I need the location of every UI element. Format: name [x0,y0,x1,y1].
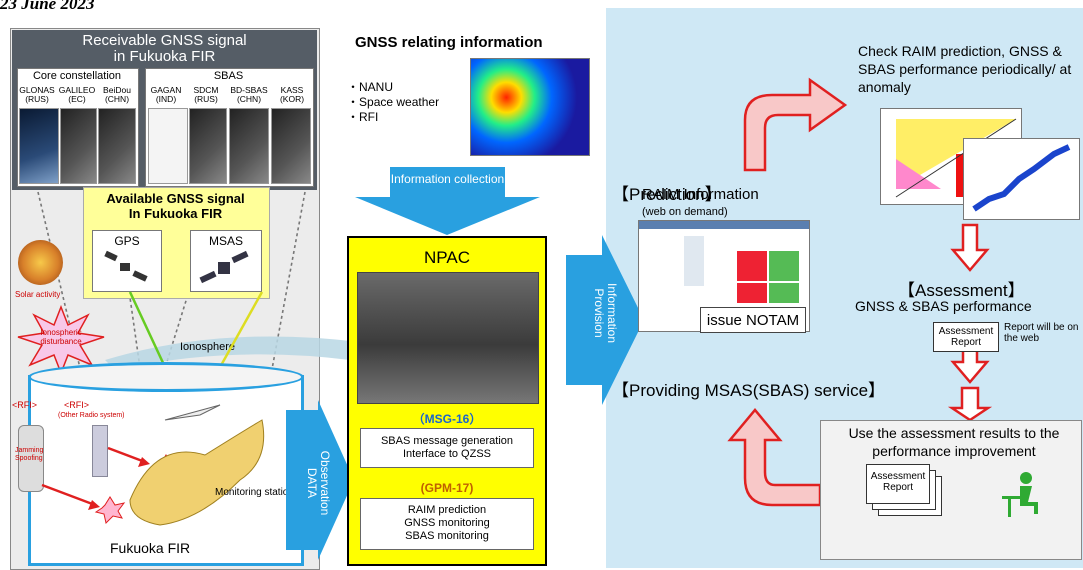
gnss-info-list: ・NANU ・Space weather ・RFI [347,80,439,125]
satellite-image-galileo [60,108,97,184]
monitoring-station-label: Monitoring station [215,487,294,498]
web-on-demand-label: (web on demand) [642,206,728,218]
gps-box: GPS [92,230,162,292]
fukuoka-fir-label: Fukuoka FIR [110,540,191,556]
gnss-info-item: ・NANU [347,80,394,94]
gnss-sbas-performance-label: GNSS & SBAS performance [855,298,1032,314]
use-results-text: Use the assessment results to the perfor… [848,425,1060,459]
system-bd-sbas: BD-SBAS(CHN) [230,85,268,104]
ionosphere-label: Ionosphere [180,341,236,353]
gpm-label: (GPM-17) [420,481,474,495]
issue-notam-box: issue NOTAM [700,307,806,333]
space-weather-map [470,58,590,156]
providing-msas-heading: 【Providing MSAS(SBAS) service】 [612,381,886,400]
satellite-image-glonas [19,108,59,184]
person-at-desk-icon [1002,472,1038,517]
satellite-image-kass [271,108,311,184]
report-web-label: Report will be on the web [1004,322,1079,344]
assessment-heading: 【Assessment】 [898,281,1025,300]
solar-activity-label: Solar activity [15,290,61,299]
use-results-box [820,420,1082,560]
rfi-label-mid: <RFI> [64,400,90,410]
npac-control-room-photo [357,272,539,404]
jammer-cylinder-icon [18,425,44,492]
system-sdcm: SDCM(RUS) [193,85,219,104]
core-constellation-title: Core constellation [32,70,122,82]
satellite-image-sdcm [189,108,227,184]
gps-satellite-icon [104,250,148,282]
sbas-title: SBAS [213,70,244,82]
observation-data-arrow [286,400,354,560]
info-collection-arrow [355,167,540,235]
gps-label: GPS [114,234,140,248]
ionosphere-band [105,336,360,370]
assessment-report-stack: Assessment Report [866,464,930,504]
gnss-info-item: ・RFI [347,110,379,124]
gnss-info-item: ・Space weather [347,95,440,109]
msas-label: MSAS [208,234,243,248]
document-date: 23 June 2023 [0,0,95,13]
system-beidou: BeiDou(CHN) [103,85,131,104]
receivable-signal-title: Receivable GNSS signal in Fukuoka FIR [82,32,247,65]
satellite-image-beidou [98,108,136,184]
system-kass: KASS(KOR) [279,85,305,104]
sun-icon [18,240,63,285]
msas-box: MSAS [190,230,262,292]
performance-chart [963,138,1080,220]
assessment-report-doc: Assessment Report [933,322,999,352]
info-provision-arrow [566,235,644,405]
satellite-image-gagan [148,108,188,184]
system-glonas: GLONAS(RUS) [19,85,55,104]
rfi-other-label: (Other Radio system) [58,412,125,419]
ionospheric-disturbance-label: Ionospheric disturbance [40,328,82,346]
fir-cylinder-top [28,362,304,392]
system-gagan: GAGAN(IND) [150,85,182,104]
npac-title: NPAC [424,248,470,267]
rfi-label-left: <RFI> [12,400,38,410]
prediction-heading: 【Prediction】 [612,185,722,204]
satellite-image-bd-sbas [229,108,269,184]
gnss-info-title: GNSS relating information [355,34,543,51]
msas-satellite-icon [199,250,249,284]
system-galileo: GALILEO(EC) [58,85,96,104]
check-raim-text: Check RAIM prediction, GNSS & SBAS perfo… [858,43,1072,95]
raim-info-label: RAIM Information [642,186,759,203]
msg-label: （MSG-16） [412,412,482,426]
info-collection-label: Information collection [390,172,505,186]
available-signal-title: Available GNSS signal In Fukuoka FIR [106,191,245,221]
radio-tower-icon [92,425,108,477]
